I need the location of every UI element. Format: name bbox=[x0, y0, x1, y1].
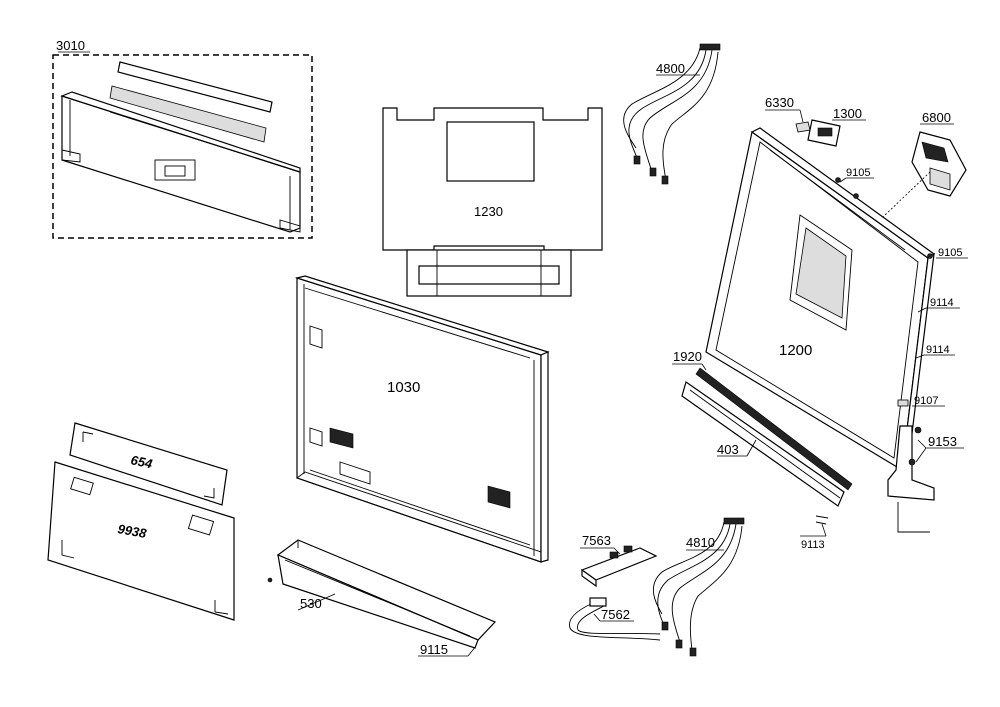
part-9107-clip bbox=[897, 399, 909, 407]
label-9114-bottom: 9114 bbox=[926, 344, 950, 356]
part-1030-inner-door bbox=[294, 275, 550, 563]
part-1300-latch bbox=[807, 119, 841, 147]
part-1920-gasket bbox=[695, 367, 853, 491]
label-1920: 1920 bbox=[673, 349, 702, 364]
label-9105-top: 9105 bbox=[846, 167, 870, 179]
label-6330: 6330 bbox=[765, 95, 794, 110]
part-4800-wire-harness bbox=[623, 43, 721, 185]
part-9105-screws bbox=[835, 177, 933, 259]
label-4810: 4810 bbox=[686, 535, 715, 550]
label-403: 403 bbox=[717, 442, 739, 457]
part-403-bottom-rail bbox=[681, 381, 845, 507]
label-9153: 9153 bbox=[928, 434, 957, 449]
label-7562: 7562 bbox=[601, 607, 630, 622]
part-4810-wire-harness bbox=[652, 517, 745, 657]
part-1200-outer-door bbox=[705, 127, 936, 472]
label-9113: 9113 bbox=[801, 539, 825, 551]
label-3010: 3010 bbox=[56, 38, 85, 53]
part-6330-bracket bbox=[795, 121, 811, 133]
part-9153-hinge bbox=[887, 425, 935, 533]
label-1200: 1200 bbox=[779, 342, 812, 359]
label-9107: 9107 bbox=[914, 395, 938, 407]
part-1230-packing bbox=[382, 107, 603, 297]
part-9113-spring bbox=[815, 515, 829, 525]
label-4800: 4800 bbox=[656, 61, 685, 76]
part-530-kickplate bbox=[267, 539, 497, 649]
part-7562-ribbon bbox=[569, 597, 661, 641]
part-654-decor-strip bbox=[69, 422, 228, 506]
label-9115: 9115 bbox=[420, 642, 448, 657]
label-6800: 6800 bbox=[922, 110, 951, 125]
label-9114-top: 9114 bbox=[930, 297, 954, 309]
part-9938-outer-door-panel bbox=[47, 461, 235, 621]
part-6800-dispenser bbox=[911, 131, 967, 197]
label-9105-right: 9105 bbox=[938, 247, 962, 259]
label-654: 654 bbox=[129, 452, 154, 471]
label-1300: 1300 bbox=[833, 106, 862, 121]
part-7563-board bbox=[580, 545, 658, 588]
label-9938: 9938 bbox=[116, 521, 148, 541]
label-7563: 7563 bbox=[582, 533, 611, 548]
label-530: 530 bbox=[300, 596, 322, 611]
part-3010-control-panel bbox=[52, 54, 313, 239]
label-1230: 1230 bbox=[474, 204, 503, 219]
label-1030: 1030 bbox=[387, 379, 420, 396]
